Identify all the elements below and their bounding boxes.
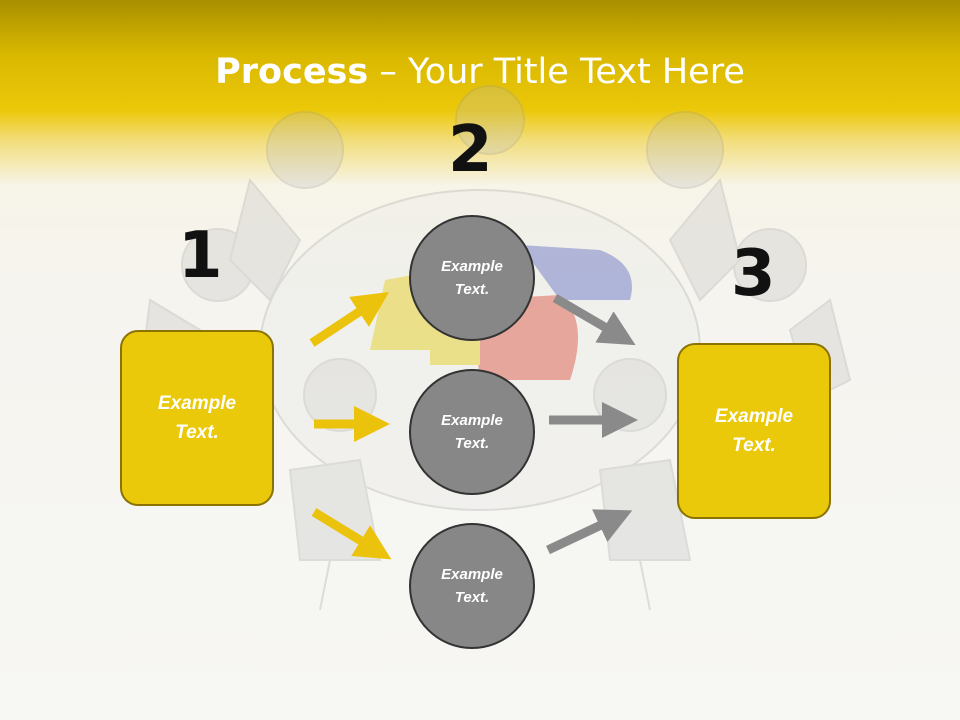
slide-title: Process – Your Title Text Here (0, 52, 960, 92)
right-box-text: Example Text. (714, 406, 794, 456)
arrow-up-right-icon (309, 292, 390, 347)
step-number-2: 2 (448, 113, 493, 187)
step-number-1: 1 (178, 219, 223, 293)
left-box-text: Example Text. (157, 393, 237, 443)
circle-text-1: Example Text. (441, 258, 503, 298)
left-text-box: Example Text. (120, 330, 274, 506)
title-rest: – Your Title Text Here (368, 52, 745, 92)
step-circle-2: Example Text. (409, 369, 535, 495)
right-text-box: Example Text. (677, 343, 831, 519)
step-circle-1: Example Text. (409, 215, 535, 341)
circle-text-3: Example Text. (441, 566, 503, 606)
step-circle-3: Example Text. (409, 523, 535, 649)
arrow-down-right-gray-icon (552, 294, 636, 346)
arrow-down-right-icon (311, 508, 392, 560)
arrow-up-right-gray-icon (546, 509, 633, 555)
title-bold: Process (215, 52, 369, 92)
circle-text-2: Example Text. (441, 412, 503, 452)
step-number-3: 3 (731, 237, 776, 311)
